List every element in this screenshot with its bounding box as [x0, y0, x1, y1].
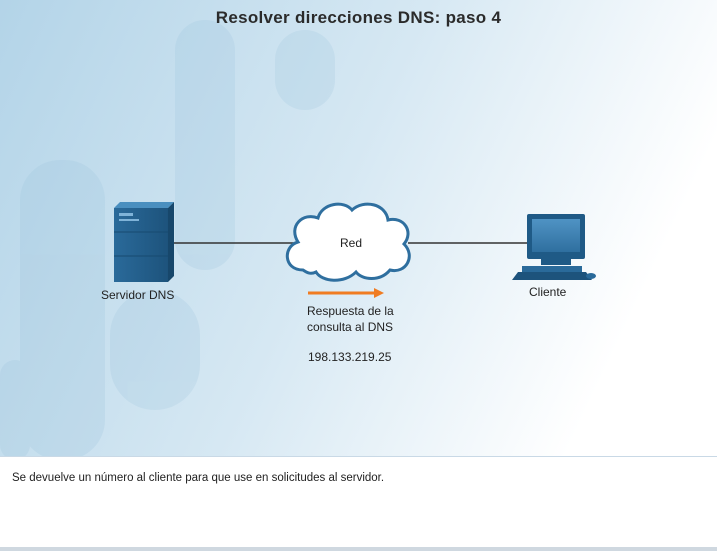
- response-label-line1: Respuesta de la: [307, 304, 394, 318]
- page-title: Resolver direcciones DNS: paso 4: [215, 8, 502, 27]
- server-icon: [114, 202, 174, 282]
- client-label: Cliente: [529, 285, 567, 299]
- cloud-icon: [285, 202, 411, 282]
- network-label: Red: [340, 236, 363, 250]
- caption-text: Se devuelve un número al cliente para qu…: [12, 472, 385, 484]
- diagram-stage: Resolver direcciones DNS: paso 4 Servido…: [0, 0, 717, 456]
- computer-icon: [512, 214, 596, 280]
- response-arrow: [308, 288, 384, 298]
- background-decoration: [0, 20, 335, 456]
- caption-panel: Se devuelve un número al cliente para qu…: [0, 456, 717, 552]
- bottom-divider: [0, 547, 717, 551]
- diagram-canvas: [0, 0, 717, 456]
- ip-address-label: 198.133.219.25: [308, 350, 392, 364]
- server-label: Servidor DNS: [101, 288, 175, 302]
- response-label-line2: consulta al DNS: [307, 320, 394, 334]
